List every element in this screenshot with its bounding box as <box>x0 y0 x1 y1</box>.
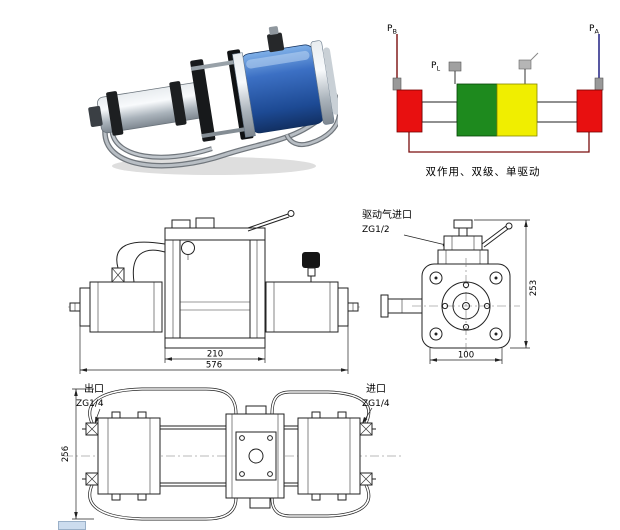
pl-label: PL <box>431 61 440 73</box>
exhaust-fitting <box>518 59 532 70</box>
dim-576-label: 576 <box>206 361 222 371</box>
front-view-art: 210 576 <box>68 210 360 374</box>
dim-210: 210 <box>164 348 266 363</box>
left-end-block <box>396 89 423 133</box>
dim-576: 576 <box>79 326 349 374</box>
dim-253: 253 <box>474 219 539 349</box>
center-drive-body <box>164 210 295 349</box>
oil-cup <box>181 241 195 255</box>
dim-100: 100 <box>429 348 503 364</box>
working-principle-schematic: PB PA PL <box>385 18 615 166</box>
corner-bolts <box>429 271 503 341</box>
dim-256: 256 <box>61 388 94 520</box>
pb-label: PB <box>387 24 397 36</box>
drive-air-inlet-size: ZG1/2 <box>362 225 390 235</box>
left-cylinder <box>89 281 163 333</box>
right-rod-housing <box>536 101 578 123</box>
side-view-art: 驱动气进口 ZG1/2 <box>362 208 539 364</box>
hp-end-cap <box>88 105 103 127</box>
outlet-label: 出口 <box>84 382 104 395</box>
left-end-cap-top <box>82 411 161 501</box>
pa-label: PA <box>589 24 599 36</box>
top-view-art: 出口 ZG1/4 进口 ZG1/4 256 <box>61 382 402 521</box>
pilot-valve-assembly <box>437 219 513 265</box>
drive-piston-yellow <box>496 83 538 137</box>
inlet-label: 进口 <box>366 383 386 395</box>
left-tube-2 <box>132 249 166 283</box>
center-body-top <box>225 405 285 509</box>
top-view-drawing: 出口 ZG1/4 进口 ZG1/4 256 <box>58 376 408 528</box>
drive-air-inlet-label: 驱动气进口 <box>362 208 412 221</box>
pb-fitting <box>392 77 402 91</box>
dim-210-label: 210 <box>207 350 223 360</box>
schematic-art: PB PA PL <box>387 24 604 153</box>
side-pipe <box>380 294 422 318</box>
left-rod-housing <box>421 101 458 123</box>
page-edge-artifact <box>58 521 86 530</box>
pl-fitting <box>448 61 462 72</box>
tie-rods <box>160 425 298 487</box>
lever-handle <box>247 213 289 229</box>
dim-253-label: 253 <box>529 280 539 296</box>
right-end-block <box>576 89 603 133</box>
center-bore <box>441 281 491 331</box>
pa-fitting <box>594 77 604 91</box>
pump-photo <box>86 6 338 186</box>
left-tube-1 <box>116 241 166 269</box>
drive-piston-green <box>456 83 498 137</box>
outlet-size: ZG1/4 <box>76 399 104 409</box>
top-valve <box>267 32 285 53</box>
return-line <box>408 132 590 153</box>
right-end-cap-top <box>297 411 376 501</box>
front-view-drawing: 210 576 <box>68 206 360 376</box>
pump-photo-art <box>88 26 338 175</box>
schematic-caption: 双作用、双级、单驱动 <box>425 166 541 178</box>
inlet-size: ZG1/4 <box>362 399 390 409</box>
left-top-valve <box>111 267 125 283</box>
tube-loops <box>88 387 371 521</box>
pump-body-group <box>88 26 338 169</box>
dim-256-label: 256 <box>61 446 71 462</box>
side-view-drawing: 驱动气进口 ZG1/2 <box>358 206 548 374</box>
right-cylinder <box>265 281 339 333</box>
dim-100-label: 100 <box>458 351 474 361</box>
inlet-leader-line <box>403 234 451 247</box>
photo-shadow <box>112 157 316 175</box>
side-lever <box>481 225 507 245</box>
left-end-cap <box>79 287 91 327</box>
muffler <box>302 252 320 268</box>
right-end-cap <box>337 287 349 327</box>
frame-plate-left <box>190 59 216 142</box>
